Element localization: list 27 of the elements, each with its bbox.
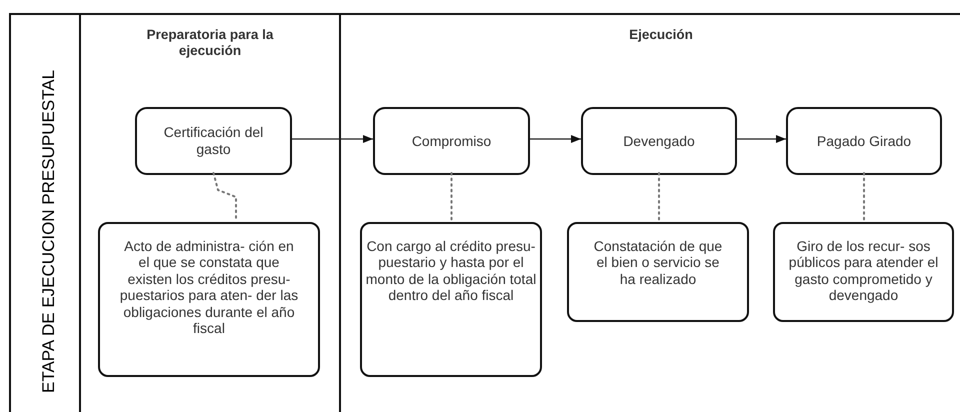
- process-box: [581, 107, 737, 175]
- column-heading: Preparatoria para la ejecución: [146, 27, 274, 59]
- process-box: [373, 107, 530, 175]
- description-text: Acto de administra- ción en el que se constata que existen los créditos presu- puestarios para aten- der las obligaciones durante el año fiscal: [119, 238, 299, 336]
- dotted-connector: [863, 172, 865, 221]
- dotted-connector: [212, 172, 237, 221]
- arrow: [736, 135, 787, 143]
- process-label: Compromiso: [410, 132, 492, 150]
- process-box: [135, 107, 292, 175]
- description-box: [567, 222, 749, 322]
- vertical-title: ETAPA DE EJECUCION PRESUPUESTAL: [39, 68, 59, 395]
- description-box: [360, 222, 542, 377]
- process-label: Devengado: [622, 132, 696, 150]
- dotted-connector: [658, 172, 660, 221]
- process-label: Pagado Girado: [816, 132, 912, 150]
- process-label: Certificación del gasto: [164, 124, 264, 158]
- description-text: Con cargo al crédito presu- puestario y hasta por el monto de la obligación total dentro del año fiscal: [365, 238, 537, 304]
- description-text: Giro de los recur- sos públicos para atender el gasto comprometido y devengado: [788, 238, 940, 304]
- swimlane-column: [81, 13, 341, 412]
- dotted-connector: [450, 172, 452, 221]
- column-heading: Ejecución: [628, 27, 694, 43]
- description-box: [773, 222, 954, 322]
- description-box: [98, 222, 320, 377]
- description-text: Constatación de que el bien o servicio se ha realizado: [592, 238, 724, 288]
- arrow: [529, 135, 582, 143]
- arrow: [291, 135, 374, 143]
- process-box: [786, 107, 942, 175]
